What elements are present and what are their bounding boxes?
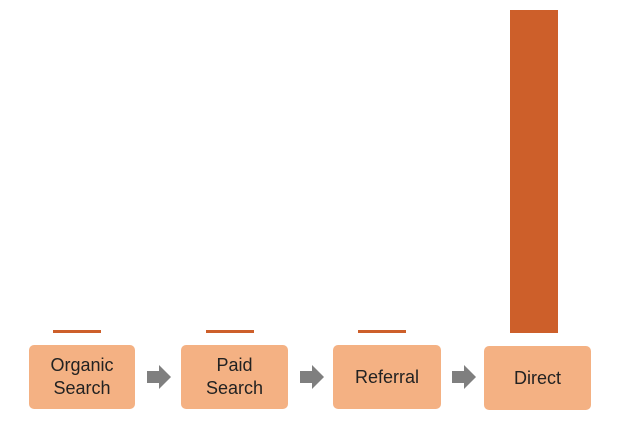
stage-box-paid-search: Paid Search [181,345,288,409]
arrow-right-icon [452,365,476,389]
bar-referral [358,330,406,333]
stage-box-direct: Direct [484,346,591,410]
arrow-right-icon [147,365,171,389]
arrow-right-icon [300,365,324,389]
bar-paid-search [206,330,254,333]
stage-box-referral: Referral [333,345,441,409]
bar-organic-search [53,330,101,333]
bar-direct [510,10,558,333]
stage-box-organic-search: Organic Search [29,345,135,409]
